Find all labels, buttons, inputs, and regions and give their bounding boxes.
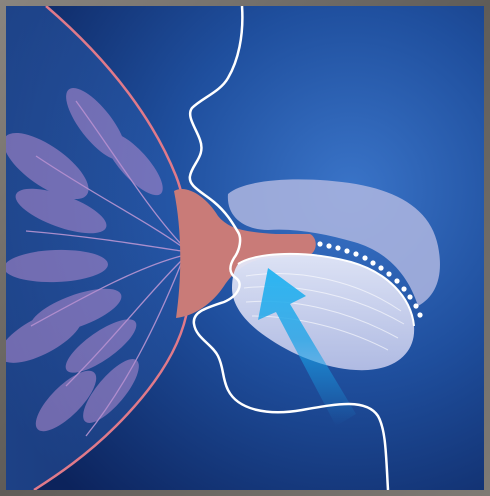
breastfeeding-latch-diagram [6,6,484,490]
diagram-canvas [6,6,484,490]
